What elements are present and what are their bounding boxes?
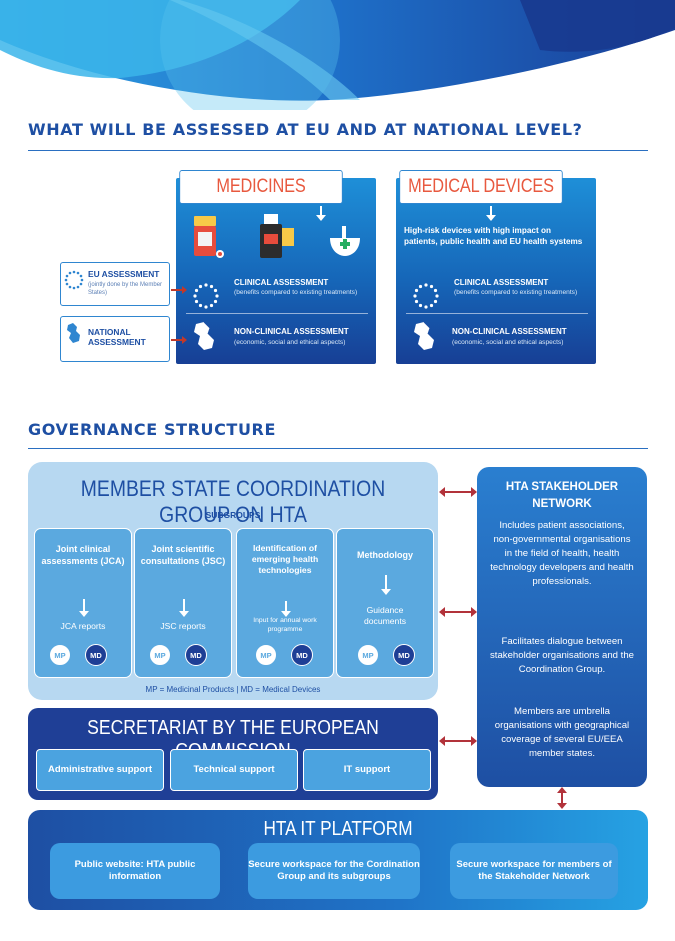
connector-arrow (439, 607, 477, 617)
medicines-nonclinical-label: NON-CLINICAL ASSESSMENT (234, 327, 349, 336)
eu-stars-icon (64, 270, 84, 290)
subgroup-card-emerging: Identification of emerging health techno… (236, 528, 334, 678)
section-title-assessment: WHAT WILL BE ASSESSED AT EU AND AT NATIO… (28, 120, 583, 139)
subgroup-output: JCA reports (60, 621, 106, 631)
stakeholder-network-paragraph: Includes patient associations, non-gover… (490, 520, 634, 587)
devices-title: MEDICAL DEVICES (399, 170, 563, 204)
eu-assessment-box (60, 262, 170, 306)
country-map-icon (67, 323, 80, 343)
secretariat-item: Technical support (170, 749, 298, 791)
devices-panel (396, 178, 596, 364)
subgroup-output: Guidance documents (363, 605, 407, 627)
connector-arrow (439, 487, 477, 497)
eu-stars-icon (413, 283, 439, 309)
arrow-national-to-nonclinical (171, 336, 187, 344)
subgroup-title: Joint scientific consultations (JSC) (140, 544, 226, 567)
medicines-panel (176, 178, 376, 364)
subgroups-label: SUBGROUPS (205, 510, 261, 520)
header-wave-banner (0, 0, 675, 110)
badge-md: MD (393, 644, 415, 666)
subgroup-title: Methodology (357, 550, 413, 560)
subgroup-card-jca: Joint clinical assessments (JCA) JCA rep… (34, 528, 132, 678)
devices-clinical-label: CLINICAL ASSESSMENT (454, 278, 549, 287)
down-arrow-icon (486, 206, 496, 221)
down-arrow-icon (179, 599, 189, 617)
medicines-clinical-sub: (benefits compared to existing treatment… (234, 289, 358, 296)
connector-arrow (439, 736, 477, 746)
badge-md: MD (85, 644, 107, 666)
medicine-box-icon (260, 214, 294, 258)
eu-stars-icon (193, 283, 219, 309)
subgroup-output: Input for annual work programme (253, 617, 317, 633)
devices-clinical-sub: (benefits compared to existing treatment… (454, 289, 578, 296)
connector-arrow (557, 787, 567, 809)
country-map-icon (414, 321, 434, 350)
panel-divider (406, 313, 588, 314)
down-arrow-icon (281, 601, 291, 617)
stakeholder-network-title: HTA STAKEHOLDER NETWORK (505, 481, 619, 510)
national-assessment-title: NATIONAL ASSESSMENT (88, 327, 146, 347)
eu-assessment-title: EU ASSESSMENT (88, 269, 160, 279)
pill-bottle-icon (194, 216, 224, 258)
section-divider (28, 150, 648, 151)
country-map-icon (194, 321, 214, 350)
medicines-title: MEDICINES (179, 170, 343, 204)
subgroup-card-jsc: Joint scientific consultations (JSC) JSC… (134, 528, 232, 678)
subgroup-card-methodology: Methodology Guidance documents MP MD (336, 528, 434, 678)
section-divider (28, 448, 648, 449)
badge-md: MD (291, 644, 313, 666)
stakeholder-network-paragraph: Facilitates dialogue between stakeholder… (489, 636, 634, 675)
badge-mp: MP (255, 644, 277, 666)
medicines-clinical-label: CLINICAL ASSESSMENT (234, 278, 329, 287)
devices-description: High-risk devices with high impact on pa… (404, 226, 583, 247)
stakeholder-network-paragraph: Members are umbrella organisations with … (494, 706, 630, 759)
eu-assessment-sub: (jointly done by the Member States) (88, 282, 163, 296)
badge-mp: MP (357, 644, 379, 666)
medicines-nonclinical-sub: (economic, social and ethical aspects) (234, 339, 346, 346)
down-arrow-icon (316, 206, 326, 221)
mortar-icon (330, 226, 360, 256)
secretariat-item: Administrative support (36, 749, 164, 791)
subgroup-title: Identification of emerging health techno… (251, 543, 319, 576)
badge-md: MD (185, 644, 207, 666)
it-platform-item: Public website: HTA public information (50, 843, 220, 899)
badge-mp: MP (149, 644, 171, 666)
badge-legend: MP = Medicinal Products | MD = Medical D… (145, 685, 321, 694)
section-title-governance: GOVERNANCE STRUCTURE (28, 420, 276, 439)
it-platform-title: HTA IT PLATFORM (263, 818, 413, 840)
down-arrow-icon (79, 599, 89, 617)
badge-mp: MP (49, 644, 71, 666)
panel-divider (186, 313, 368, 314)
arrow-eu-to-clinical (171, 286, 187, 294)
coordination-group-title: MEMBER STATE COORDINATION GROUP ON HTA (80, 476, 386, 527)
stakeholder-network-box: HTA STAKEHOLDER NETWORK Includes patient… (477, 467, 647, 787)
devices-nonclinical-sub: (economic, social and ethical aspects) (452, 339, 564, 346)
devices-nonclinical-label: NON-CLINICAL ASSESSMENT (452, 327, 567, 336)
it-platform-item: Secure workspace for members of the Stak… (450, 843, 618, 899)
subgroup-output: JSC reports (160, 621, 206, 631)
down-arrow-icon (381, 575, 391, 595)
it-platform-item: Secure workspace for the Cordination Gro… (248, 843, 420, 899)
secretariat-item: IT support (303, 749, 431, 791)
subgroup-title: Joint clinical assessments (JCA) (41, 544, 125, 567)
